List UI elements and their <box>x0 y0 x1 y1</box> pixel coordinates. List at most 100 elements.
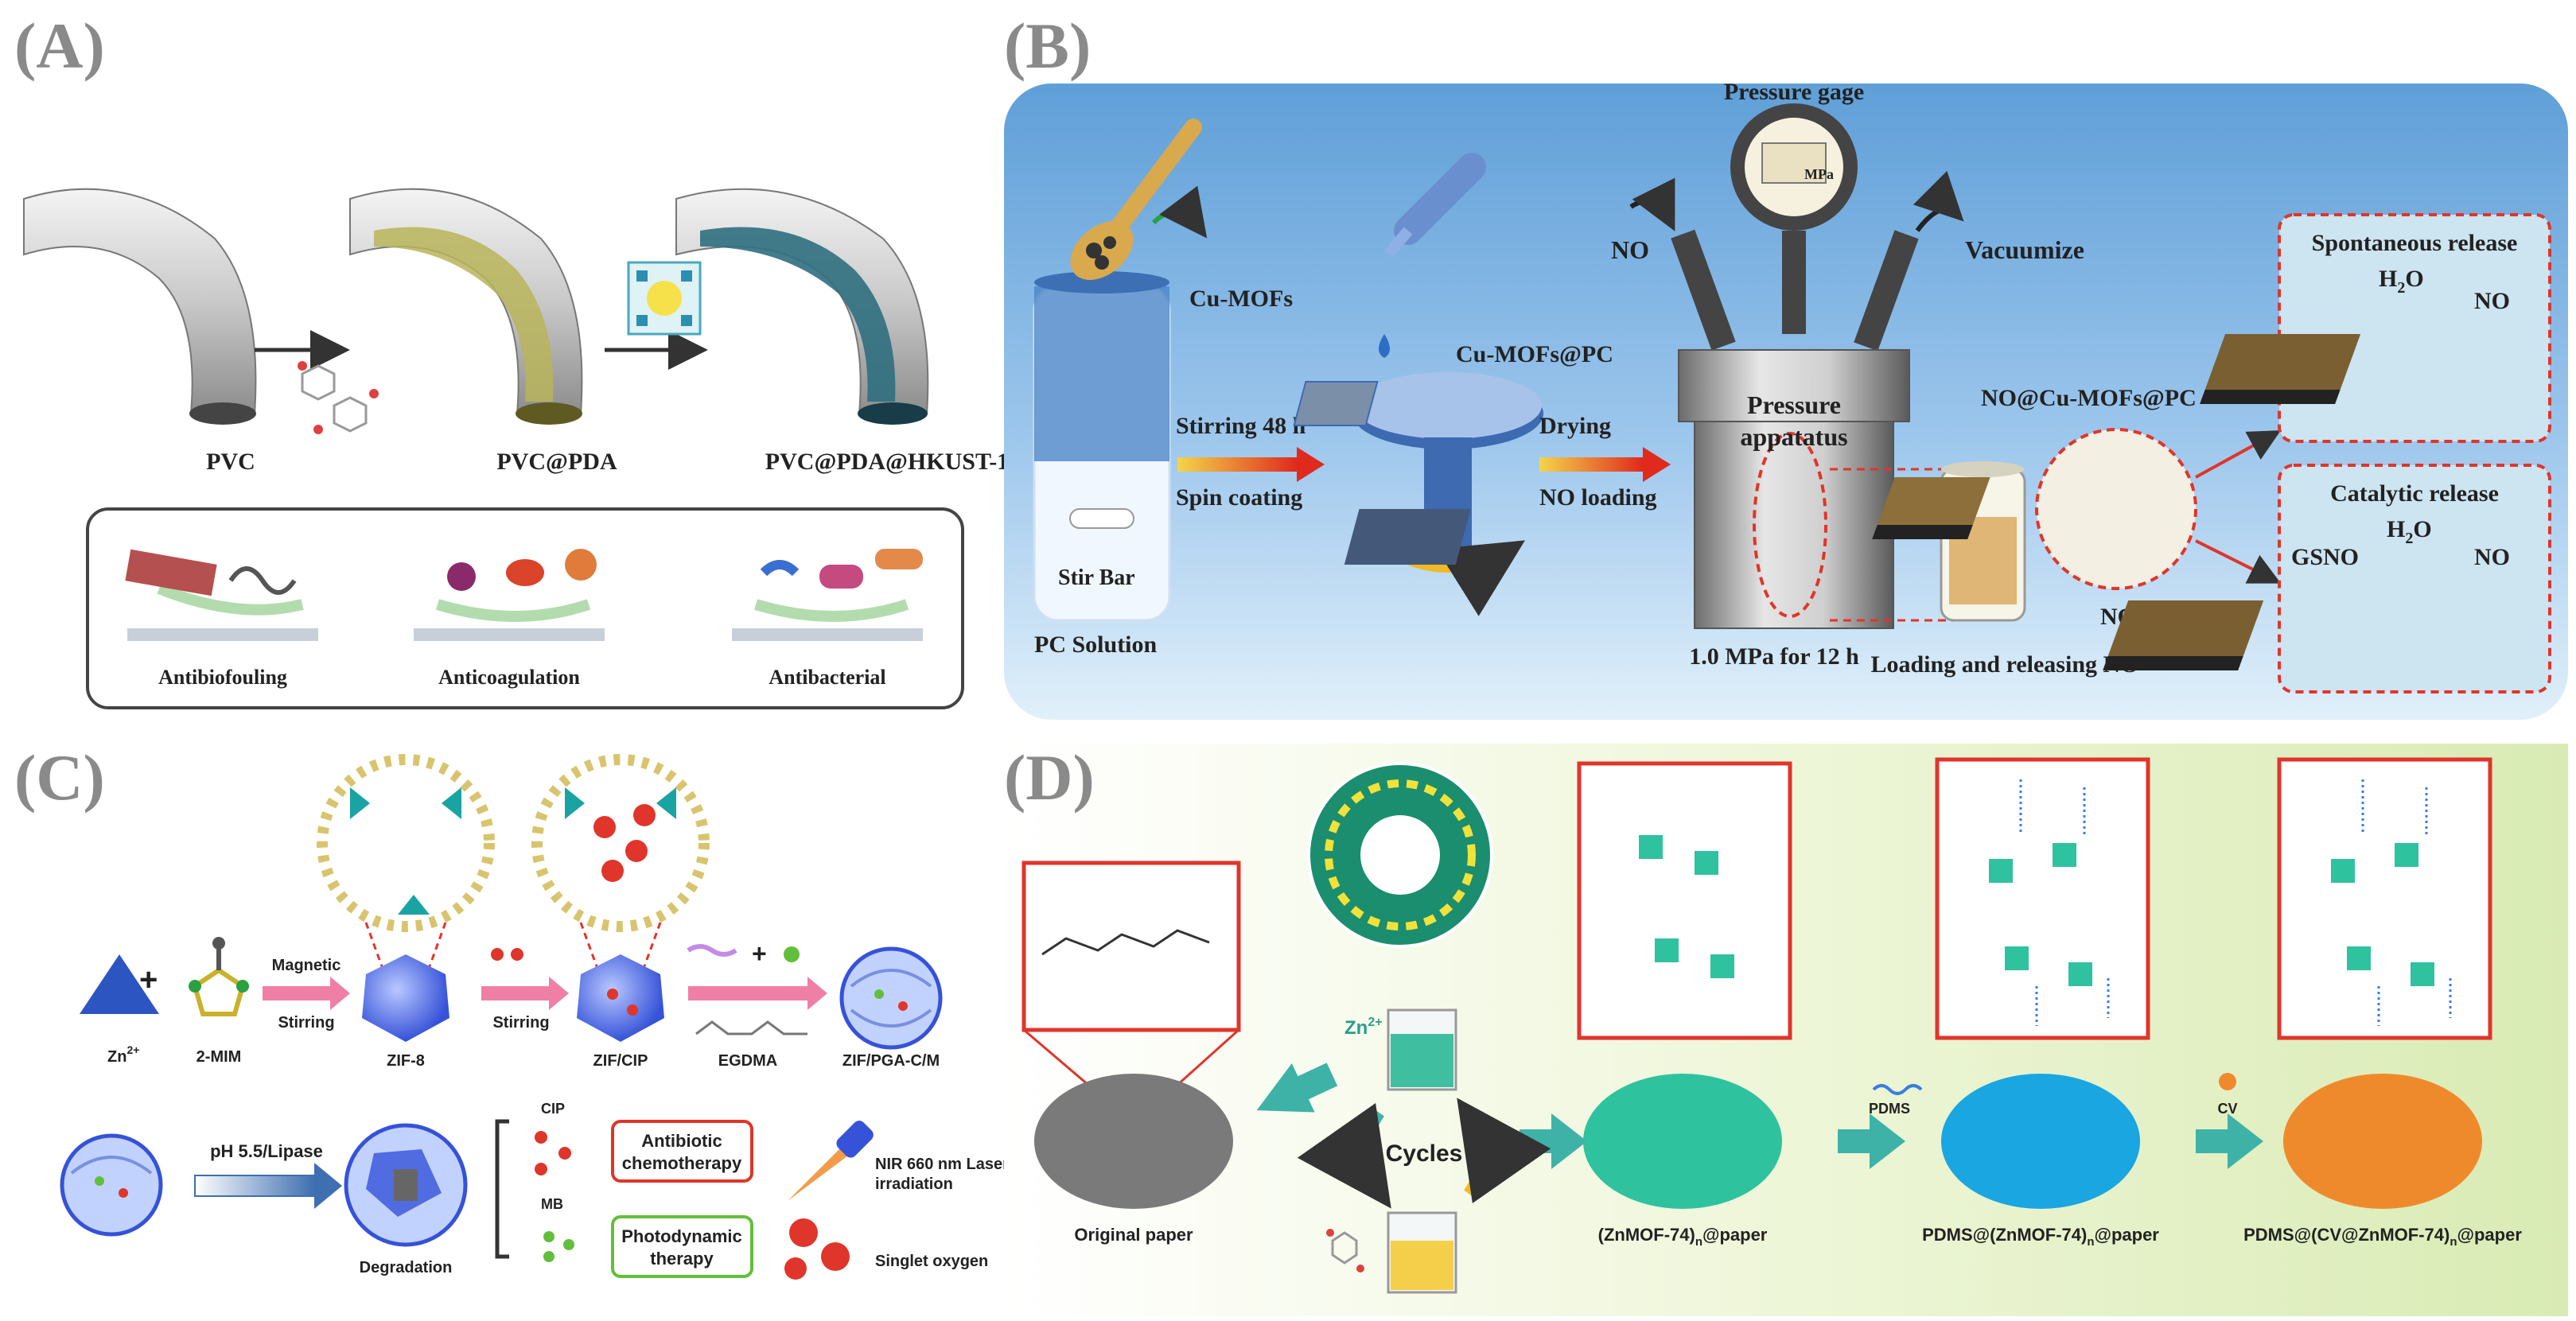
cv-paper-icon <box>2283 1074 2482 1209</box>
znmof-paper-n: n <box>1695 1235 1702 1249</box>
pdms-paper-suffix: @paper <box>2095 1225 2160 1245</box>
spin-coating-label: Spin coating <box>1176 484 1302 511</box>
photodynamic-label-2: therapy <box>650 1249 714 1269</box>
pressure-gage-icon <box>1730 103 1858 334</box>
gsno-label: GSNO <box>2291 544 2359 570</box>
cv-paper-prefix: PDMS@(CV@ZnMOF-74) <box>2243 1225 2450 1245</box>
stage-pvc-label: PVC <box>206 449 255 475</box>
ligand-beaker-icon <box>1387 1211 1457 1294</box>
pdms-label: PDMS <box>1869 1101 1910 1117</box>
h2o-o-2: O <box>2413 516 2431 542</box>
svg-text:H2O: H2O <box>2387 516 2432 547</box>
spoon-cu-mofs-icon <box>1070 119 1208 280</box>
catalytic-release-box <box>2103 464 2551 694</box>
panel-b-label: (B) <box>1004 10 1091 82</box>
spontaneous-no-label: NO <box>2474 288 2510 314</box>
pdms-paper-icon <box>1941 1074 2140 1209</box>
cellulose-structure-icon <box>1041 929 1210 956</box>
znmof-paper-suffix: @paper <box>1702 1225 1768 1245</box>
zifcip-label: ZIF/CIP <box>593 1052 648 1070</box>
gage-unit-label: MPa <box>1804 166 1834 182</box>
spontaneous-release-box <box>2200 213 2551 443</box>
degradation-label: Degradation <box>360 1259 453 1276</box>
zif8-crystal-icon <box>362 954 449 1042</box>
panel-a: (A) <box>14 10 1009 709</box>
stirring2-label: Stirring <box>492 1014 549 1032</box>
pc-solution-label: PC Solution <box>1034 631 1158 658</box>
panel-b: (B) Cu-MOFs Stirring 48 h Spin coating S… <box>1004 10 2568 720</box>
stage-pvc-pda-label: PVC@PDA <box>496 449 617 475</box>
prop-anticoagulation: Anticoagulation <box>438 666 580 689</box>
spin-coater-icon <box>1293 372 1543 616</box>
znmof-paper-prefix: (ZnMOF-74) <box>1598 1225 1695 1245</box>
pdms-paper-n: n <box>2087 1235 2094 1249</box>
cv-paper-suffix: @paper <box>2457 1225 2523 1245</box>
catalytic-no-label: NO <box>2474 544 2510 570</box>
stir-bar-label: Stir Bar <box>1058 565 1135 590</box>
ligand-molecule-icon <box>1326 1229 1364 1272</box>
zn-d-sup: 2+ <box>1368 1016 1382 1029</box>
tube-pvc-pda-hkust <box>675 188 929 425</box>
stir-bar-icon <box>1069 508 1134 529</box>
cv-dot-icon <box>2219 1073 2236 1090</box>
plus-2: + <box>752 939 767 968</box>
zif8-framework-icon <box>317 754 495 932</box>
arrow-stirring-c <box>481 986 549 1000</box>
arrow-to-cv <box>2196 1113 2263 1169</box>
valve-left-icon <box>1671 229 1736 351</box>
nir-label-1: NIR 660 nm Laser <box>875 1156 1009 1173</box>
pdms-paper-prefix: PDMS@(ZnMOF-74) <box>1922 1225 2087 1245</box>
egdma-label: EGDMA <box>718 1052 777 1070</box>
svg-text:(ZnMOF-74)n@paper: (ZnMOF-74)n@paper <box>1598 1225 1768 1249</box>
original-paper-label: Original paper <box>1074 1225 1193 1245</box>
svg-text:Zn2+: Zn2+ <box>1344 1016 1383 1039</box>
cycle-arrow-left <box>1297 1102 1391 1209</box>
singlet-label: Singlet oxygen <box>875 1253 988 1270</box>
hkust-crystal-icon <box>627 261 702 336</box>
h2o-h-2: H <box>2387 516 2405 542</box>
catalytic-release-label: Catalytic release <box>2330 480 2499 507</box>
nir-label-2: irradiation <box>875 1175 953 1193</box>
zifcip-crystal-icon <box>577 954 664 1042</box>
dropper-icon <box>1379 153 1486 358</box>
mb-label: MB <box>541 1196 563 1212</box>
panel-c: (C) Zn2+ + <box>14 741 1009 1280</box>
h2o-o: O <box>2405 266 2423 292</box>
zif-pga-sphere-icon <box>839 946 943 1050</box>
arrow-to-znmof <box>1520 1113 1587 1169</box>
valve-right-icon <box>1854 230 1919 352</box>
cycle-arrow-right <box>1457 1098 1551 1204</box>
zn-beaker-icon <box>1387 1008 1457 1091</box>
zifcip-framework-icon <box>531 754 710 932</box>
panel-d-label: (D) <box>1004 741 1095 814</box>
pressure-gage-label: Pressure gage <box>1724 79 1864 105</box>
cu-mofs-label: Cu-MOFs <box>1189 286 1293 312</box>
stage-pvc-pda-hkust-label: PVC@PDA@HKUST-1 <box>765 449 1009 475</box>
antibiofouling-illustration <box>125 549 318 641</box>
svg-text:PDMS@(CV@ZnMOF-74)n@paper: PDMS@(CV@ZnMOF-74)n@paper <box>2243 1225 2522 1249</box>
pressure-apparatus-icon <box>1678 349 1910 629</box>
zoom-box-znmof <box>1577 761 1792 1040</box>
antibiotic-label-2: chemotherapy <box>622 1153 742 1173</box>
film-zoom-circle <box>1872 428 2197 590</box>
properties-box <box>86 507 964 709</box>
no-in-label: NO <box>1611 235 1649 264</box>
photodynamic-label-1: Photodynamic <box>621 1226 742 1246</box>
zn-label: Zn <box>107 1048 126 1066</box>
stirring1-label: Stirring <box>278 1014 334 1032</box>
svg-text:H2O: H2O <box>2379 266 2424 297</box>
zoom-box-cv <box>2277 757 2492 1040</box>
anticoagulation-illustration <box>414 549 605 641</box>
prop-antibiofouling: Antibiofouling <box>158 666 287 689</box>
vacuumize-label: Vacuumize <box>1965 235 2084 264</box>
original-paper-icon <box>1034 1074 1233 1209</box>
pdms-wave-icon <box>1872 1084 1923 1095</box>
zn-sup: 2+ <box>126 1043 139 1056</box>
pc-solution-vial <box>1033 271 1171 622</box>
cu-mofs-pc-label: Cu-MOFs@PC <box>1456 341 1613 367</box>
panel-d: (D) <box>1004 741 2568 1316</box>
mb-wave-icon <box>687 944 737 957</box>
egdma-structure-icon <box>695 1020 807 1035</box>
dopamine-molecule-icon <box>298 361 379 434</box>
